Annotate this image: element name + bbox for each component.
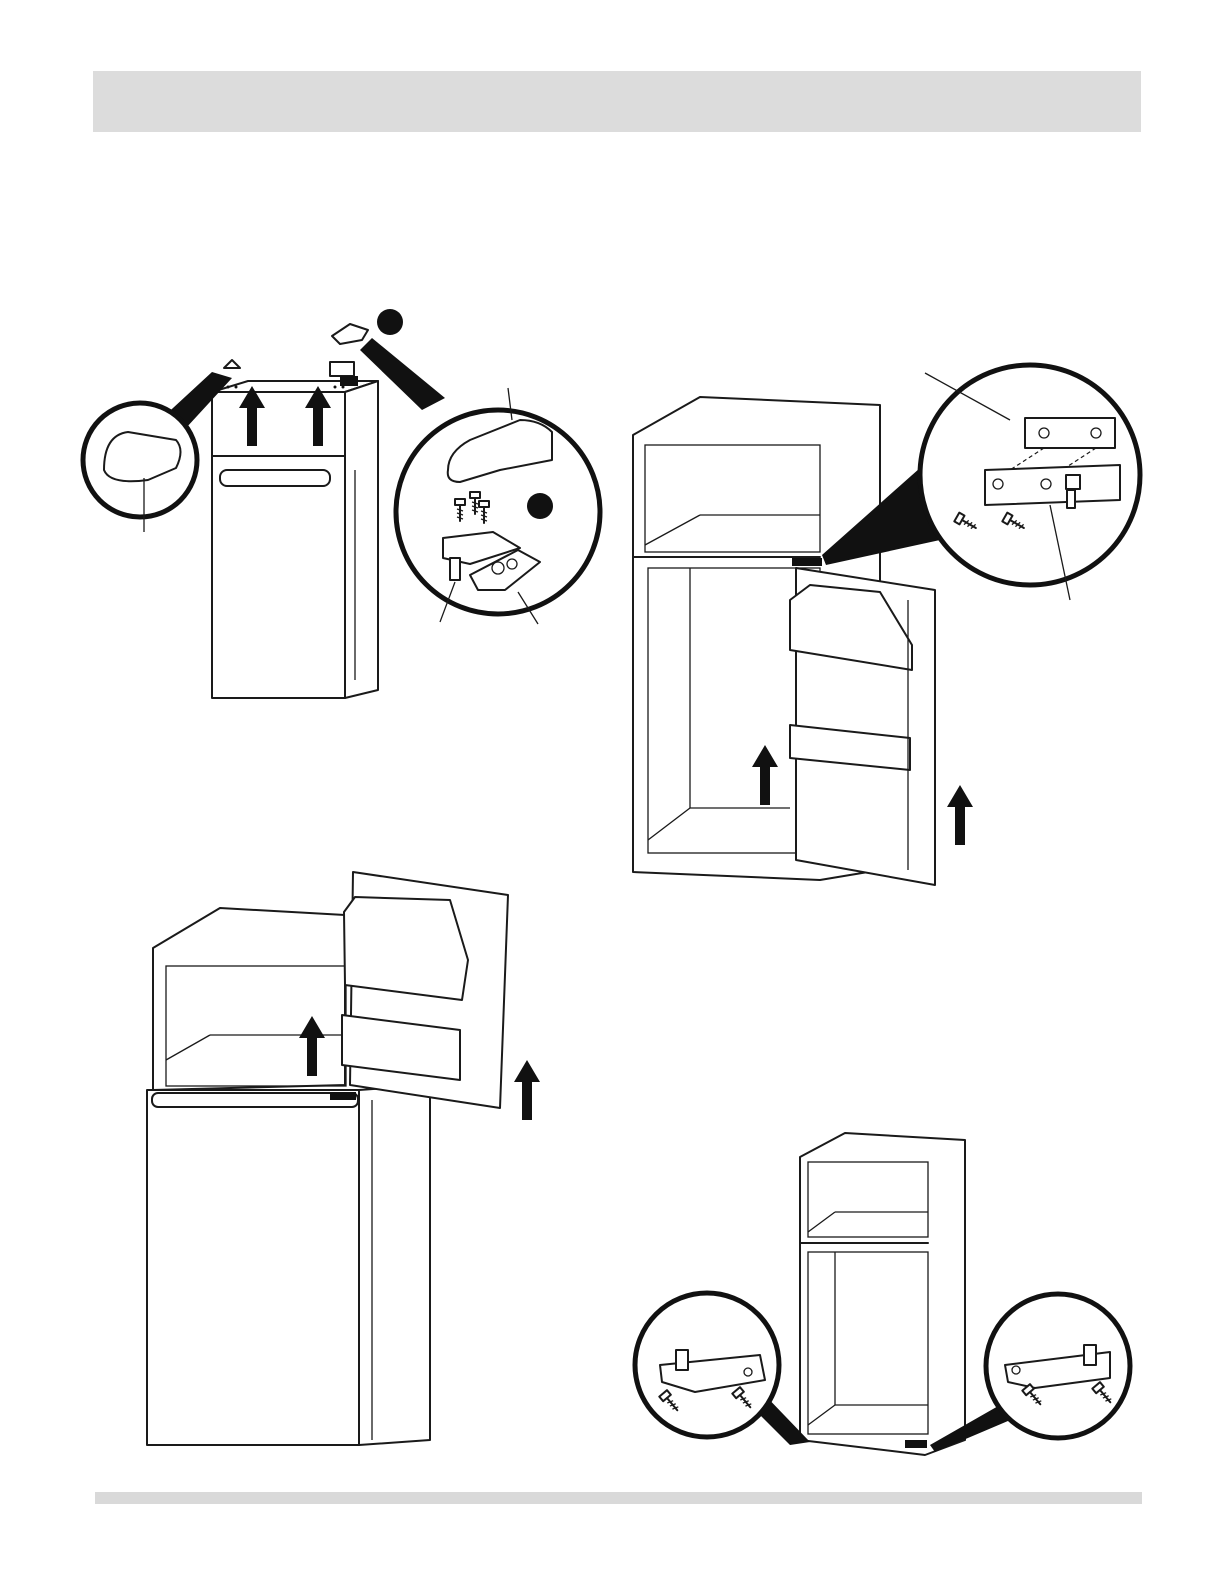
- up-arrow-icon: [947, 785, 973, 845]
- figure-bottom-hinge-transfer: [635, 1133, 1130, 1455]
- freezer-door-handle: [220, 470, 330, 486]
- up-arrow-icon: [514, 1060, 540, 1120]
- figure-freezer-door-lift: [147, 872, 540, 1445]
- hinge-screw-icon: [330, 362, 354, 376]
- hinge-cover-icon: [224, 360, 240, 368]
- step-marker-1: [377, 309, 403, 335]
- step-marker-2: [527, 493, 553, 519]
- hinge-cover-icon: [332, 324, 368, 344]
- figure-center-hinge-removal: [633, 365, 1140, 885]
- figure-top-hinge-removal: [83, 309, 600, 698]
- fridge-body: [212, 392, 345, 698]
- page-footer-band: [95, 1492, 1142, 1504]
- fresh-food-door: [147, 1090, 359, 1445]
- refrigerator-cabinet-bottom: [800, 1133, 965, 1455]
